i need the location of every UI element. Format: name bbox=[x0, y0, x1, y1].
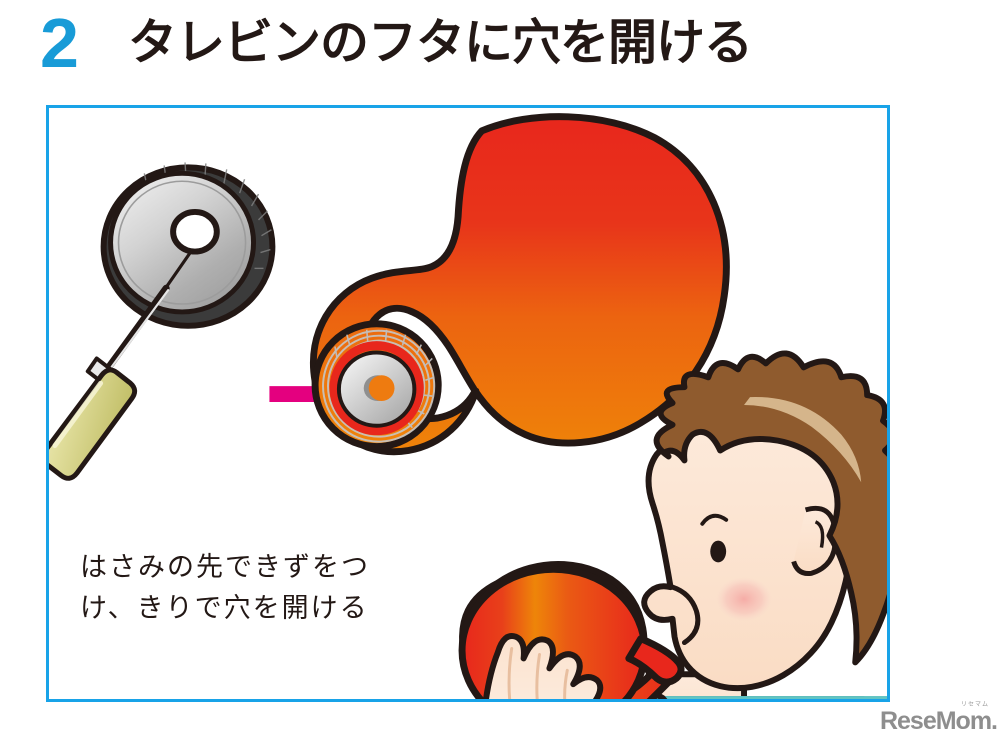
awl-handle bbox=[49, 367, 138, 481]
caption-line-2: け、きりで穴を開ける bbox=[80, 593, 369, 625]
boy-ear bbox=[791, 505, 838, 576]
awl-tool-group bbox=[49, 162, 276, 481]
caption-line-1: はさみの先できずをつ bbox=[80, 552, 370, 583]
boy-ear-inner bbox=[814, 520, 825, 548]
cap-red-ring bbox=[329, 341, 424, 436]
balloon-cap-hole bbox=[368, 375, 395, 402]
cap-face-inner-line bbox=[117, 180, 247, 305]
held-balloon-neck bbox=[625, 635, 685, 686]
watermark-logo: ReseMom. bbox=[879, 707, 998, 735]
watermark-ruby: リセマム bbox=[960, 701, 989, 708]
boy-shirt-fill bbox=[593, 696, 887, 699]
awl-handle-highlight bbox=[52, 380, 104, 449]
watermark: リセマム ReseMom. bbox=[879, 701, 998, 735]
inflated-balloon-with-cap bbox=[310, 113, 730, 456]
caption: はさみの先できずをつ け、きりで穴を開ける bbox=[80, 547, 450, 629]
page-header: 2 タレビンのフタに穴を開ける bbox=[0, 0, 1003, 105]
boy-mouth bbox=[670, 584, 701, 646]
illustration-frame bbox=[46, 105, 890, 702]
illustration-canvas bbox=[49, 113, 887, 699]
boy-hair-highlight bbox=[744, 396, 862, 483]
page-title: タレビンのフタに穴を開ける bbox=[128, 14, 753, 71]
boy-hand bbox=[483, 633, 604, 699]
boy-eye bbox=[710, 540, 727, 563]
awl-shaft bbox=[105, 284, 170, 371]
boy-cheek bbox=[716, 577, 772, 621]
held-balloon-group bbox=[458, 560, 685, 699]
awl-shaft-highlight bbox=[109, 289, 170, 370]
boy-eyebrow bbox=[700, 513, 729, 526]
step-number: 2 bbox=[40, 4, 79, 82]
cap-hole bbox=[170, 208, 220, 255]
hand-finger-lines bbox=[507, 647, 569, 699]
